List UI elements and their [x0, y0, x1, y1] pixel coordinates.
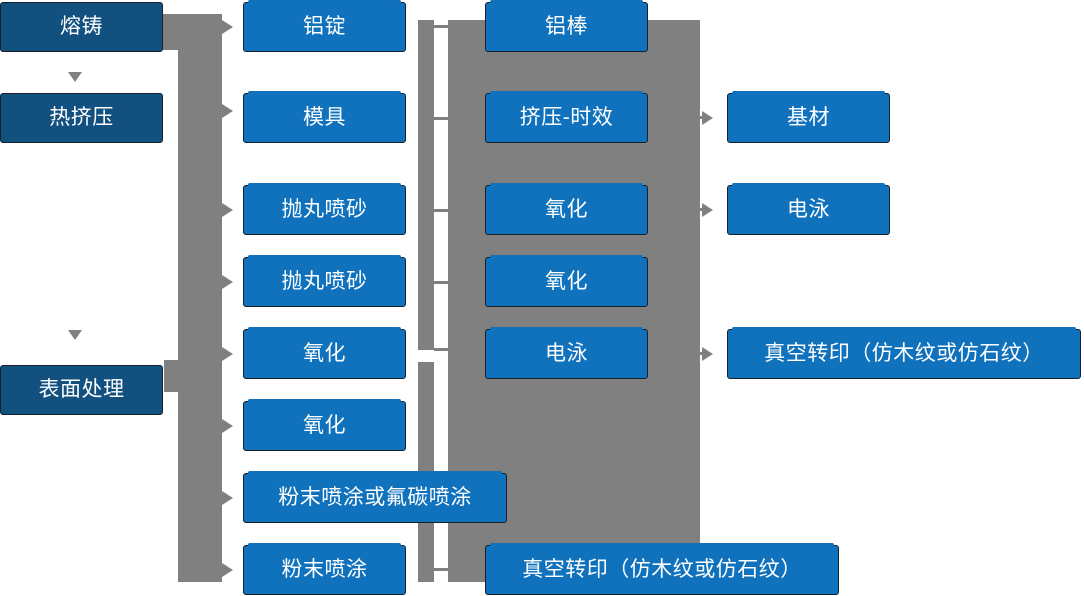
- comb-tooth-5: [434, 348, 448, 351]
- arrow-to-c2n5: [222, 347, 233, 361]
- node-label: 铝锭: [303, 15, 346, 39]
- node-sub1-oxidation-2[interactable]: 氧化: [243, 399, 406, 451]
- node-sub2-vacuum-transfer-printing[interactable]: 真空转印（仿木纹或仿石纹）: [485, 543, 839, 595]
- arrow-down-melting-to-extrusion: [68, 72, 82, 82]
- connector-rail-surface-branch: [164, 360, 222, 392]
- arrow-to-c2n4: [222, 275, 233, 289]
- node-sub1-aluminum-ingot[interactable]: 铝锭: [243, 0, 406, 52]
- node-label: 真空转印（仿木纹或仿石纹）: [764, 342, 1044, 366]
- arrow-to-c2n8: [222, 563, 233, 577]
- comb-tooth-1: [434, 25, 448, 28]
- arrow-to-c4n3: [702, 347, 713, 361]
- stub-to-c4n3: [692, 352, 704, 355]
- arrow-to-c2n1: [222, 20, 233, 34]
- node-output-substrate[interactable]: 基材: [727, 91, 890, 143]
- node-label: 电泳: [787, 198, 830, 222]
- comb-tooth-4: [434, 281, 448, 284]
- arrow-to-c4n2: [702, 203, 713, 217]
- node-sub2-electrophoresis[interactable]: 电泳: [485, 327, 648, 379]
- connector-rail-stage-to-sub1-vertical: [178, 14, 222, 582]
- node-sub1-shot-blasting-1[interactable]: 抛丸喷砂: [243, 183, 406, 235]
- arrow-to-c2n6: [222, 419, 233, 433]
- node-output-electrophoresis[interactable]: 电泳: [727, 183, 890, 235]
- node-sub2-oxidation-2[interactable]: 氧化: [485, 255, 648, 307]
- node-stage-hot-extrusion[interactable]: 热挤压: [0, 93, 163, 143]
- stub-to-c4n1: [692, 116, 704, 119]
- node-stage-melting[interactable]: 熔铸: [0, 2, 163, 52]
- node-sub1-shot-blasting-2[interactable]: 抛丸喷砂: [243, 255, 406, 307]
- stub-to-c4n2: [692, 208, 704, 211]
- node-label: 挤压-时效: [519, 106, 614, 130]
- arrow-down-extrusion-to-surface: [68, 330, 82, 340]
- node-label: 抛丸喷砂: [281, 270, 368, 294]
- node-label: 热挤压: [49, 106, 114, 130]
- stub-surface-to-rail: [164, 389, 186, 392]
- node-label: 氧化: [303, 342, 346, 366]
- node-sub1-powder-or-fluorocarbon-coating[interactable]: 粉末喷涂或氟碳喷涂: [243, 471, 507, 523]
- node-label: 模具: [303, 106, 346, 130]
- rail-gap-upper: [434, 20, 448, 350]
- node-label: 抛丸喷砂: [281, 198, 368, 222]
- node-label: 表面处理: [38, 378, 125, 402]
- node-label: 铝棒: [545, 15, 588, 39]
- connector-rail-sub1-left: [418, 20, 434, 350]
- node-label: 熔铸: [60, 15, 103, 39]
- node-stage-surface-treatment[interactable]: 表面处理: [0, 365, 163, 415]
- node-sub1-powder-coating[interactable]: 粉末喷涂: [243, 543, 406, 595]
- node-sub1-mold[interactable]: 模具: [243, 91, 406, 143]
- node-label: 粉末喷涂: [281, 558, 368, 582]
- node-label: 氧化: [545, 270, 588, 294]
- node-label: 氧化: [303, 414, 346, 438]
- node-label: 基材: [787, 106, 830, 130]
- comb-tooth-3: [434, 209, 448, 212]
- arrow-to-c2n7: [222, 491, 233, 505]
- node-label: 真空转印（仿木纹或仿石纹）: [522, 558, 802, 582]
- arrow-to-c2n3: [222, 203, 233, 217]
- arrow-to-c4n1: [702, 111, 713, 125]
- node-label: 粉末喷涂或氟碳喷涂: [278, 486, 472, 510]
- node-label: 氧化: [545, 198, 588, 222]
- node-output-vacuum-transfer-printing[interactable]: 真空转印（仿木纹或仿石纹）: [727, 327, 1081, 379]
- node-label: 电泳: [545, 342, 588, 366]
- node-sub1-oxidation-1[interactable]: 氧化: [243, 327, 406, 379]
- node-sub2-aluminum-bar[interactable]: 铝棒: [485, 0, 648, 52]
- node-sub2-extrusion-aging[interactable]: 挤压-时效: [485, 91, 648, 143]
- arrow-to-c2n2: [222, 104, 233, 118]
- comb-tooth-2: [434, 117, 448, 120]
- node-sub2-oxidation-1[interactable]: 氧化: [485, 183, 648, 235]
- comb-tooth-6: [434, 568, 448, 571]
